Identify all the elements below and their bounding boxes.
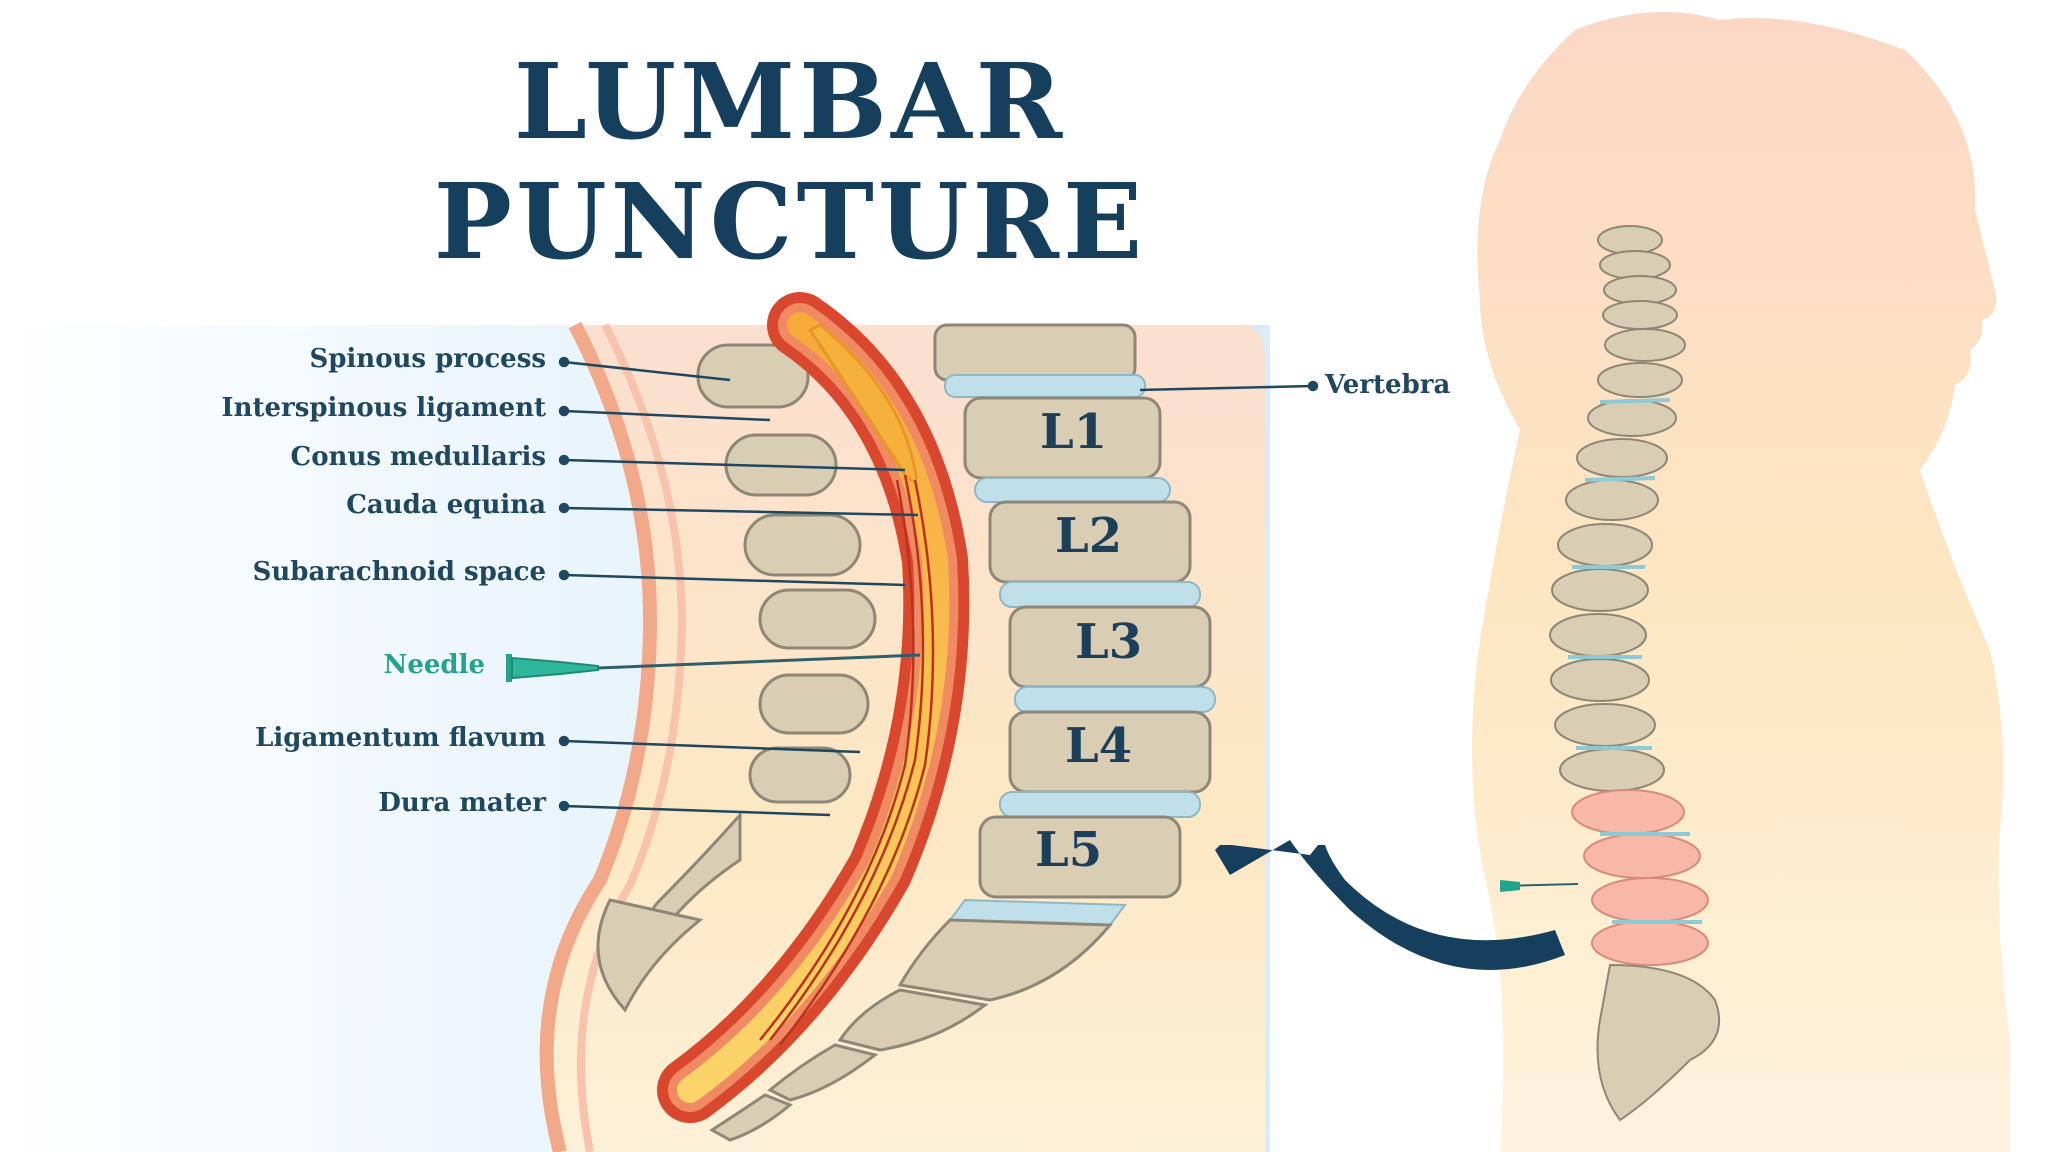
arrow-shape <box>1215 840 1565 970</box>
coccyx-tip <box>596 898 704 1013</box>
spinous-process-4 <box>758 588 877 650</box>
body-silhouette <box>1472 12 2010 1152</box>
label-cauda-equina: Cauda equina <box>346 490 546 520</box>
vertebra-l5 <box>978 815 1182 899</box>
sacrum-1 <box>897 918 1114 1002</box>
label-spinous-process: Spinous process <box>309 344 546 374</box>
cauda-equina-fibers <box>759 474 935 1046</box>
vertebra-label-l2: L2 <box>1055 508 1122 564</box>
spinous-process-3 <box>743 513 862 577</box>
vertebral-column: L1 L2 L3 L4 L5 <box>709 323 1216 1142</box>
label-dura-mater: Dura mater <box>378 788 546 818</box>
spinous-processes <box>596 343 877 1013</box>
leader-lines <box>558 356 1319 817</box>
coccyx <box>709 1093 793 1142</box>
vertebra-label-l3: L3 <box>1075 614 1142 670</box>
spinous-process-6 <box>748 746 852 804</box>
body-needle-hub <box>1500 880 1520 892</box>
label-interspinous-ligament: Interspinous ligament <box>221 393 546 423</box>
needle-graphic <box>506 653 921 682</box>
disc-l1-l2 <box>974 477 1171 503</box>
disc-t12-l1 <box>944 374 1146 398</box>
label-conus-medullaris: Conus medullaris <box>290 442 546 472</box>
disc-l2-l3 <box>999 581 1201 608</box>
sacrum-2 <box>837 988 989 1052</box>
label-subarachnoid-space: Subarachnoid space <box>252 557 546 587</box>
disc-l3-l4 <box>1014 686 1216 713</box>
cervical-thoracic-vertebrae <box>1549 225 1686 792</box>
spinous-process-5 <box>758 673 870 735</box>
small-discs <box>1568 398 1702 924</box>
body-sacrum <box>1596 963 1720 1122</box>
sacrum-3 <box>767 1043 879 1102</box>
needle-shaft <box>597 653 921 670</box>
label-vertebra: Vertebra <box>1325 370 1451 400</box>
vertebra-label-l1: L1 <box>1040 404 1107 460</box>
title-line-1: LUMBAR <box>513 40 1067 163</box>
body-spine <box>1499 225 1720 1122</box>
vertebra-label-l4: L4 <box>1065 718 1132 774</box>
skin-inner-line <box>577 323 687 1152</box>
disc-l4-l5 <box>999 791 1201 818</box>
needle-hub <box>511 656 599 680</box>
needle-cap <box>506 654 512 682</box>
skin-line <box>539 321 658 1152</box>
cross-section-panel: L1 L2 L3 L4 L5 <box>0 292 1319 1152</box>
lumbar-vertebrae-highlight <box>1571 789 1709 966</box>
label-ligamentum-flavum: Ligamentum flavum <box>255 723 546 753</box>
vertebra-t12 <box>933 323 1137 382</box>
vertebra-label-l5: L5 <box>1035 822 1102 878</box>
body-panel <box>1472 12 2010 1152</box>
label-needle: Needle <box>383 650 485 680</box>
title-line-2: PUNCTURE <box>433 160 1147 283</box>
spinal-canal <box>657 292 970 1123</box>
